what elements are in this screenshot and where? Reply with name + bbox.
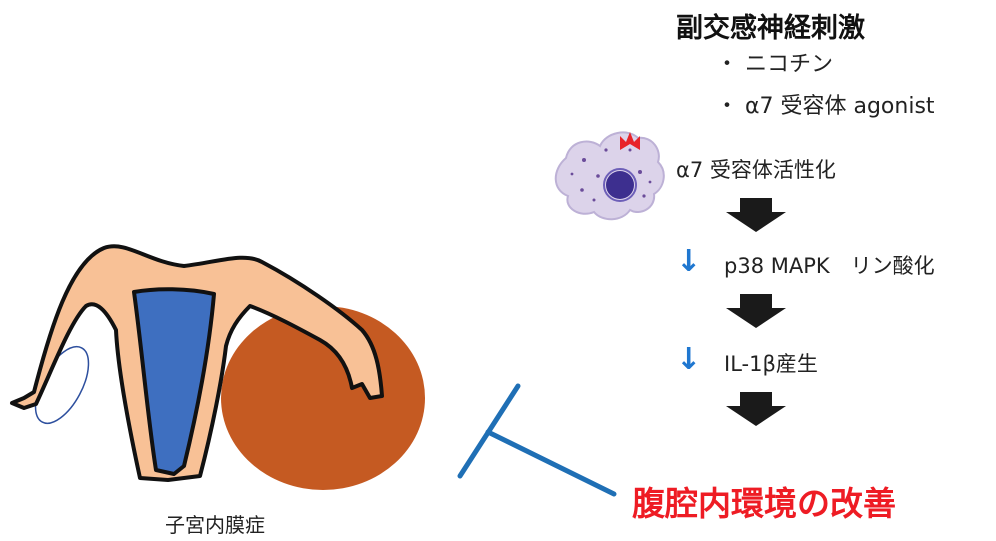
decrease-arrow-icon: ↓ — [676, 342, 701, 377]
step-receptor-activation: α7 受容体活性化 — [676, 154, 836, 184]
stimulus-item-agonist: ・ α7 受容体 agonist — [716, 88, 935, 120]
inhibition-bar-icon — [460, 386, 614, 494]
step-il1b-production: IL-1β産生 — [724, 348, 818, 378]
outcome-label: 腹腔内環境の改善 — [632, 477, 896, 525]
block-arrow-1-icon — [726, 198, 786, 232]
macrophage-cell-icon — [556, 132, 664, 219]
step-p38-phosphorylation: p38 MAPK リン酸化 — [724, 250, 935, 280]
decrease-arrow-icon: ↓ — [676, 244, 701, 279]
block-arrow-2-icon — [726, 294, 786, 328]
block-arrow-3-icon — [726, 392, 786, 426]
stimulus-title: 副交感神経刺激 — [676, 6, 865, 45]
organ-caption: 子宮内膜症 — [165, 509, 265, 538]
stimulus-item-nicotine: ・ ニコチン — [716, 46, 833, 78]
